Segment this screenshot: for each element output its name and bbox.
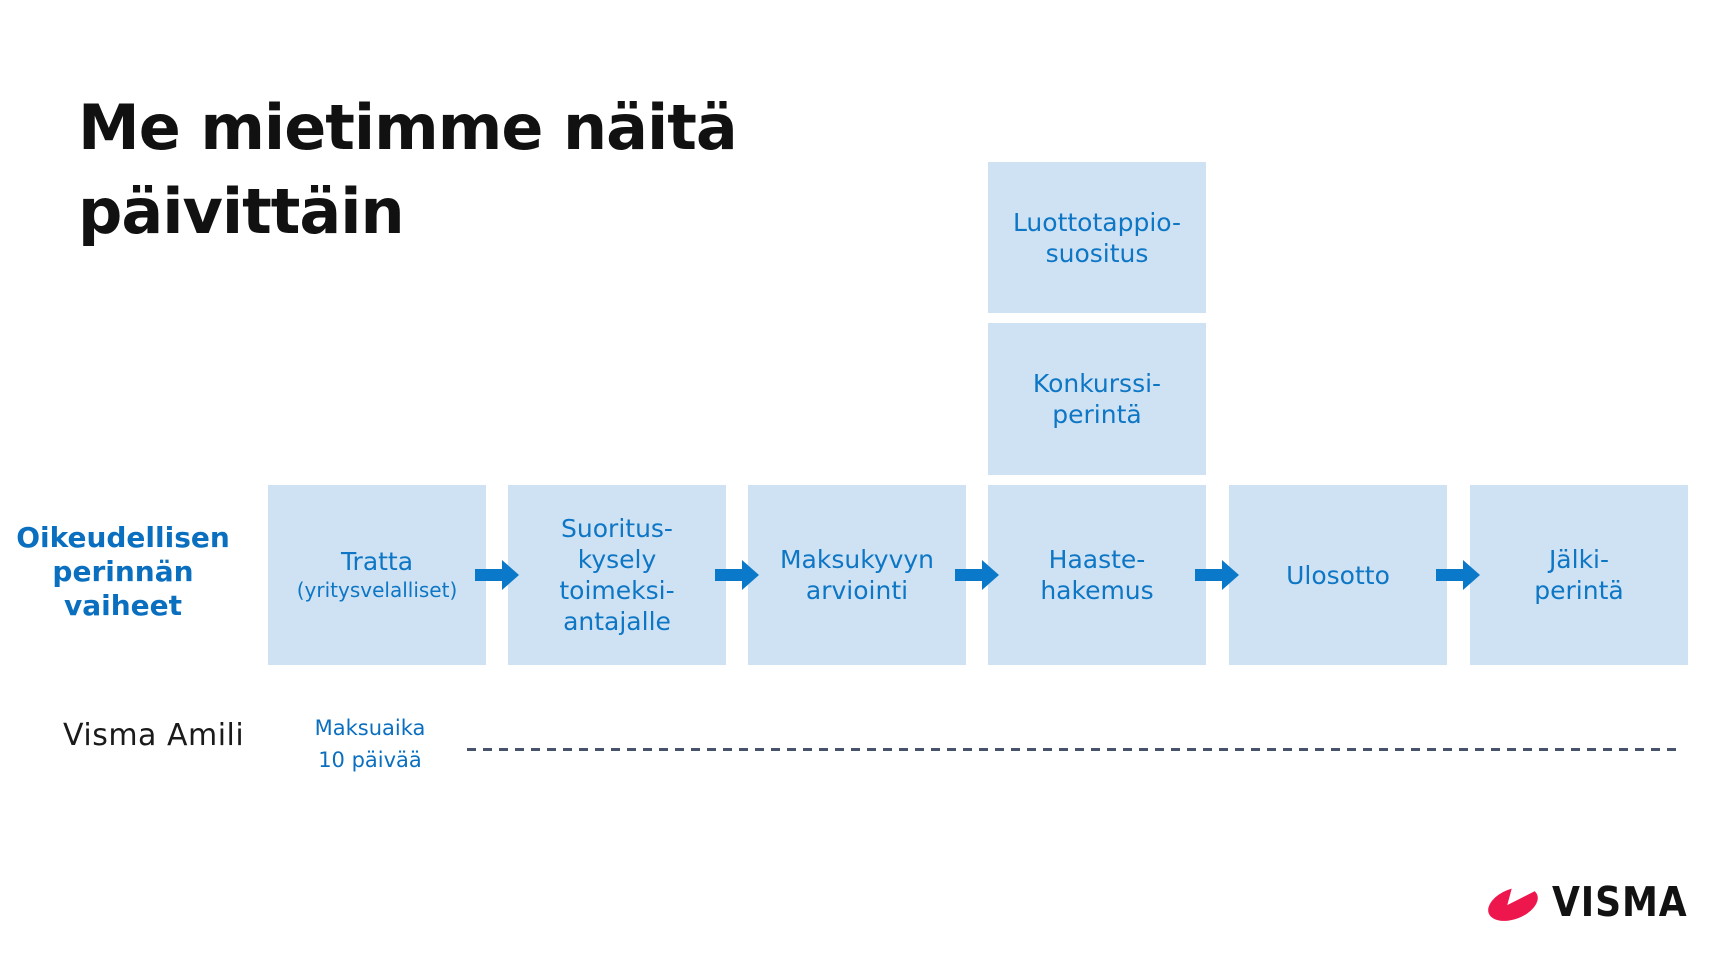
flow-box-label: Luottotappio- suositus <box>1012 207 1182 268</box>
arrow-right-icon <box>955 560 999 590</box>
arrow-right-icon <box>1436 560 1480 590</box>
arrow-head <box>982 560 999 590</box>
arrow-head <box>1463 560 1480 590</box>
flow-box-label: Konkurssi- perintä <box>1032 369 1162 429</box>
flow-box-label: Ulosotto <box>1286 560 1390 590</box>
flow-box-label: Haaste- hakemus <box>1040 545 1154 605</box>
payment-term-note: Maksuaika 10 päivää <box>314 716 426 772</box>
product-name-label: Visma Amili <box>63 718 245 753</box>
arrow-bar <box>715 569 744 581</box>
arrow-bar <box>955 569 984 581</box>
visma-logo: VISMA <box>1486 878 1706 926</box>
arrow-bar <box>475 569 504 581</box>
flow-box-maksukyvyn-arviointi: Maksukyvyn arviointi <box>748 485 966 665</box>
flow-box-konkurssiperinta: Konkurssi- perintä <box>988 323 1206 475</box>
arrow-right-icon <box>475 560 519 590</box>
flow-side-label: Oikeudellisen perinnän vaiheet <box>16 521 230 622</box>
arrow-right-icon <box>715 560 759 590</box>
flow-box-label: Tratta <box>340 547 414 576</box>
visma-swoosh-icon <box>1488 880 1542 921</box>
arrow-right-icon <box>1195 560 1239 590</box>
timeline-dashed-line <box>467 748 1682 751</box>
flow-box-suorituskysely: Suoritus- kysely toimeksi- antajalle <box>508 485 726 665</box>
arrow-bar <box>1436 569 1465 581</box>
flow-box-jalkiperinta: Jälki- perintä <box>1470 485 1688 665</box>
slide-title: Me mietimme näitä päivittäin <box>78 91 738 248</box>
flow-box-sublabel: (yritysvelalliset) <box>296 578 458 602</box>
flow-box-label: Suoritus- kysely toimeksi- antajalle <box>559 514 675 636</box>
arrow-head <box>502 560 519 590</box>
flow-box-label: Jälki- perintä <box>1534 545 1624 605</box>
arrow-head <box>742 560 759 590</box>
visma-logo-text: VISMA <box>1552 878 1688 926</box>
flow-box-label: Maksukyvyn arviointi <box>779 545 935 605</box>
arrow-head <box>1222 560 1239 590</box>
flow-box-ulosotto: Ulosotto <box>1229 485 1447 665</box>
arrow-bar <box>1195 569 1224 581</box>
flow-box-haastehakemus: Haaste- hakemus <box>988 485 1206 665</box>
flow-box-luottotappiosuositus: Luottotappio- suositus <box>988 162 1206 313</box>
flow-box-tratta: Tratta (yritysvelalliset) <box>268 485 486 665</box>
